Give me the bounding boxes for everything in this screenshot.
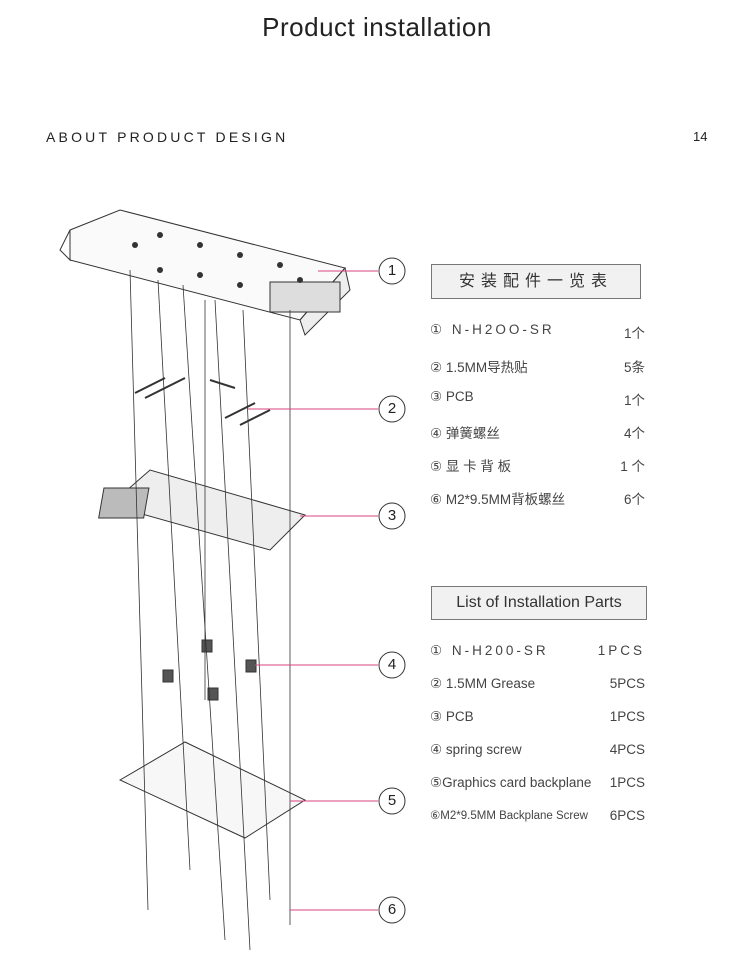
page-title: Product installation <box>262 12 492 42</box>
callout-4: 4 <box>387 656 397 673</box>
callout-1: 1 <box>387 262 397 279</box>
callout-2: 2 <box>387 400 397 417</box>
cn-list-heading: 安装配件一览表 <box>431 264 641 299</box>
en-list-heading: List of Installation Parts <box>431 586 647 620</box>
section-heading: ABOUT PRODUCT DESIGN <box>46 129 289 145</box>
callout-5: 5 <box>387 792 397 809</box>
page-number: 14 <box>693 129 708 144</box>
callout-3: 3 <box>387 507 397 524</box>
callout-6: 6 <box>387 901 397 918</box>
waterblock <box>59 209 351 336</box>
